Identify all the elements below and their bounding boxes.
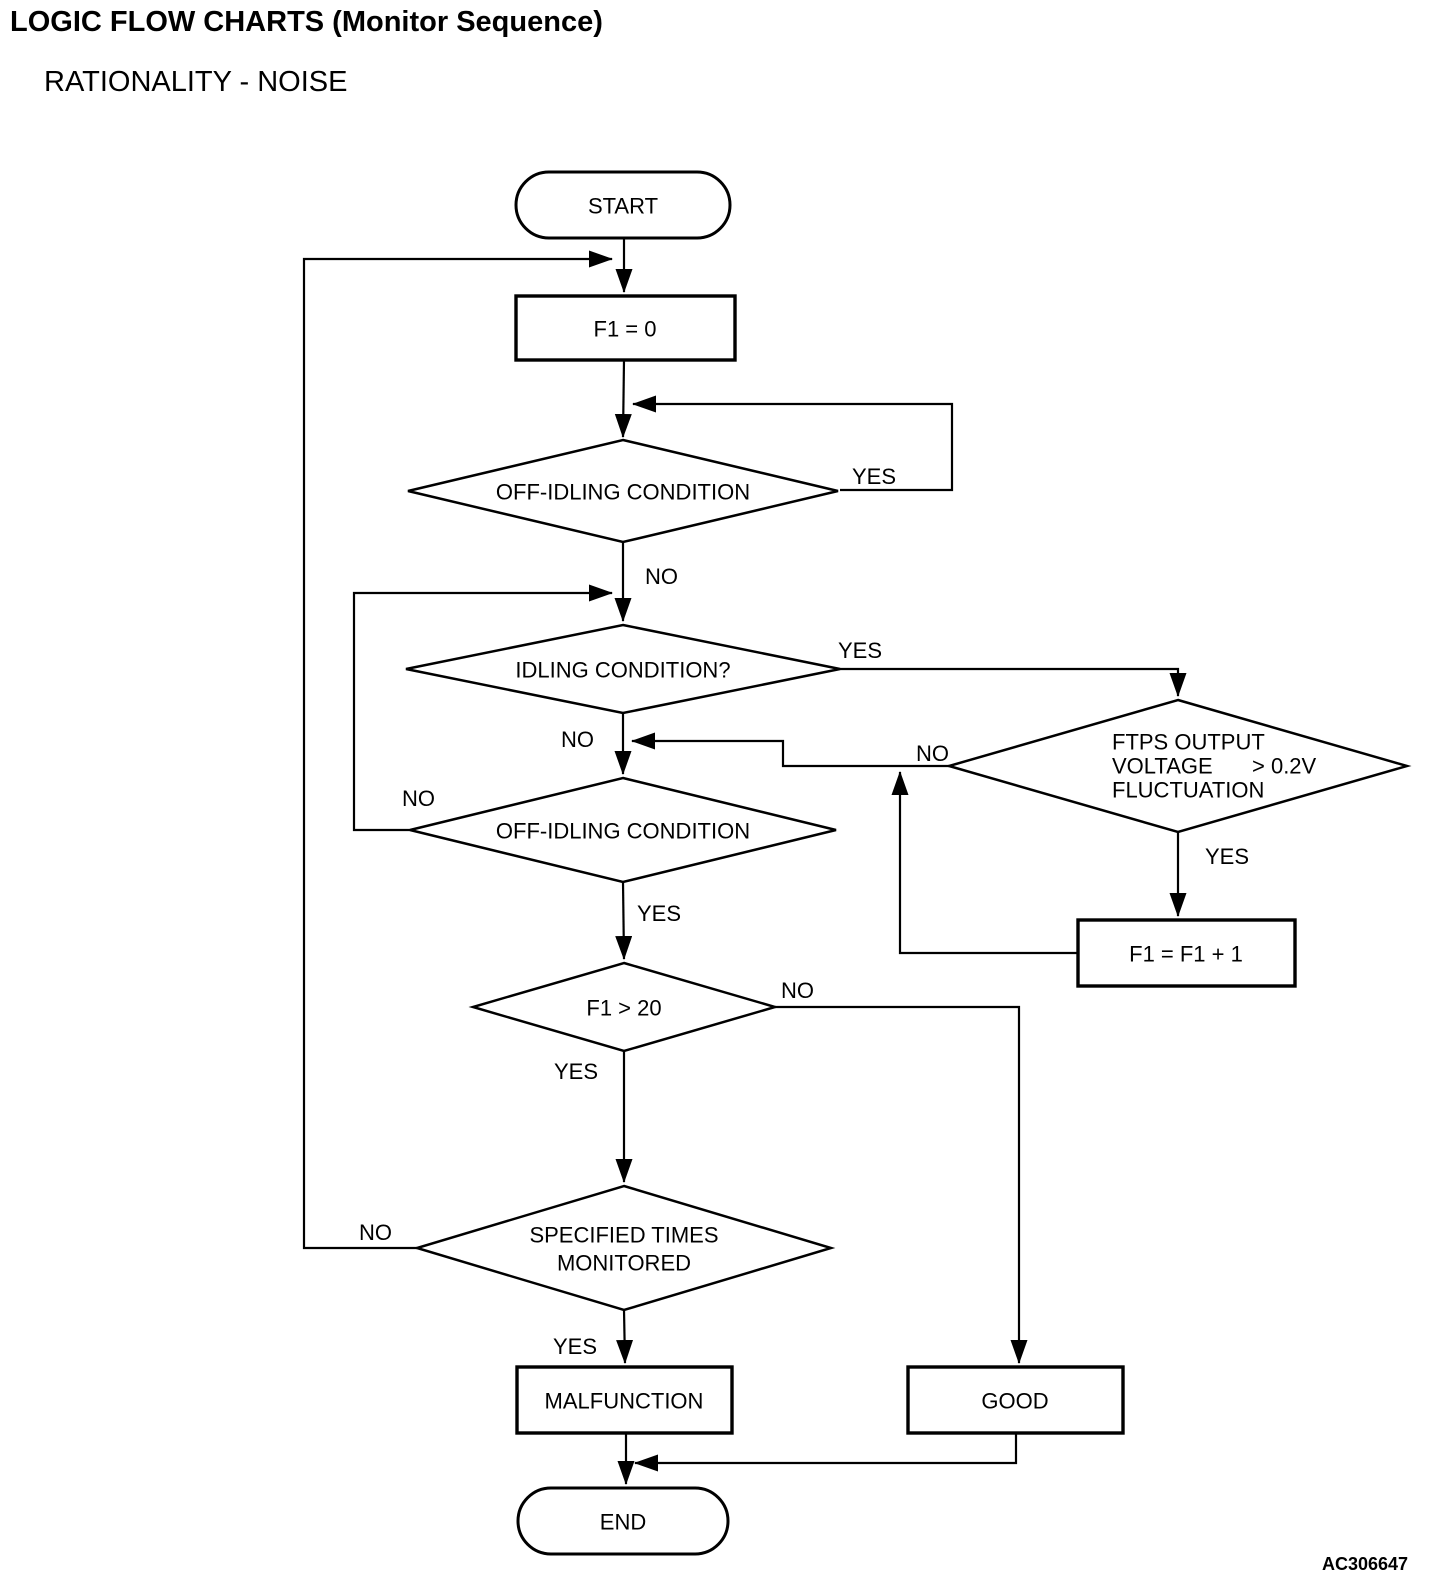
f1-gt-20-label: F1 > 20 bbox=[586, 996, 661, 1021]
node-f1-reset: F1 = 0 bbox=[514, 294, 737, 362]
edge-label-off-idling-2-yes: YES bbox=[637, 901, 681, 926]
edge-label-off-idling-1-yes: YES bbox=[852, 464, 896, 489]
ftps-label-line2-value: > 0.2V bbox=[1252, 754, 1317, 779]
ftps-label-line3: FLUCTUATION bbox=[1112, 778, 1264, 803]
f1-increment-shape bbox=[1076, 918, 1297, 988]
page-title: LOGIC FLOW CHARTS (Monitor Sequence) bbox=[10, 6, 603, 38]
chart-subtitle: RATIONALITY - NOISE bbox=[44, 66, 348, 98]
figure-code: AC306647 bbox=[1322, 1554, 1409, 1574]
node-decision-off-idling-1: OFF-IDLING CONDITION bbox=[407, 438, 839, 544]
edge-label-ftps-yes: YES bbox=[1205, 844, 1249, 869]
f1-gt-20-shape bbox=[468, 961, 780, 1053]
edge-label-f1-gt-20-yes: YES bbox=[554, 1059, 598, 1084]
node-decision-f1-gt-20: F1 > 20 bbox=[468, 961, 780, 1053]
good-label: GOOD bbox=[981, 1389, 1048, 1414]
node-f1-increment: F1 = F1 + 1 bbox=[1076, 918, 1297, 988]
edge-label-specified-times-yes: YES bbox=[553, 1334, 597, 1359]
flow-ftps-no bbox=[631, 732, 949, 768]
flow-f1increment-return bbox=[891, 771, 1078, 955]
edge-label-idling-yes: YES bbox=[838, 638, 882, 663]
f1-increment-label: F1 = F1 + 1 bbox=[1129, 942, 1243, 967]
edge-label-f1-gt-20-no: NO bbox=[781, 978, 814, 1003]
malfunction-shape bbox=[515, 1365, 734, 1435]
ftps-shape bbox=[944, 698, 1412, 834]
flow-offidling1-yes-loop bbox=[632, 395, 954, 492]
flow-f1gt20-no bbox=[775, 1005, 1028, 1364]
flow-f1reset-to-offidling1 bbox=[614, 359, 632, 438]
node-end-terminator: END bbox=[516, 1486, 730, 1556]
malfunction-label: MALFUNCTION bbox=[545, 1389, 704, 1414]
edge-label-ftps-no: NO bbox=[916, 741, 949, 766]
node-decision-specified-times: SPECIFIED TIMES MONITORED bbox=[412, 1184, 836, 1312]
node-decision-ftps-fluctuation: FTPS OUTPUT VOLTAGE > 0.2V FLUCTUATION bbox=[944, 698, 1412, 834]
off-idling-1-shape bbox=[407, 438, 839, 544]
edge-label-specified-times-no: NO bbox=[359, 1220, 392, 1245]
flow-offidling2-yes bbox=[615, 881, 633, 960]
off-idling-2-shape bbox=[409, 776, 837, 884]
flow-specifiedtimes-no-loop bbox=[302, 250, 613, 1250]
start-terminator-label: START bbox=[588, 194, 658, 219]
node-decision-idling: IDLING CONDITION? bbox=[405, 623, 841, 715]
edge-label-off-idling-1-no: NO bbox=[645, 564, 678, 589]
f1-reset-label: F1 = 0 bbox=[594, 317, 657, 342]
flow-idling-yes bbox=[840, 667, 1187, 697]
edge-label-off-idling-2-no: NO bbox=[402, 786, 435, 811]
node-decision-off-idling-2: OFF-IDLING CONDITION bbox=[409, 776, 837, 884]
idling-shape bbox=[405, 623, 841, 715]
off-idling-1-label: OFF-IDLING CONDITION bbox=[496, 480, 750, 505]
off-idling-2-label: OFF-IDLING CONDITION bbox=[496, 819, 750, 844]
flow-good-merge bbox=[634, 1433, 1018, 1472]
idling-label: IDLING CONDITION? bbox=[515, 658, 730, 683]
specified-times-label-line1: SPECIFIED TIMES bbox=[529, 1223, 718, 1248]
node-malfunction: MALFUNCTION bbox=[515, 1365, 734, 1435]
ftps-label-line2: VOLTAGE bbox=[1112, 754, 1213, 779]
f1-reset-shape bbox=[514, 294, 737, 362]
end-terminator-shape bbox=[516, 1486, 730, 1556]
node-good: GOOD bbox=[906, 1365, 1125, 1435]
edge-label-idling-no: NO bbox=[561, 727, 594, 752]
specified-times-shape bbox=[412, 1184, 836, 1312]
specified-times-label-line2: MONITORED bbox=[557, 1251, 691, 1276]
flow-specifiedtimes-yes bbox=[616, 1309, 634, 1364]
ftps-label-line1: FTPS OUTPUT bbox=[1112, 730, 1265, 755]
node-start-terminator: START bbox=[514, 170, 732, 240]
flow-offidling2-no-loop bbox=[352, 584, 613, 832]
start-terminator-shape bbox=[514, 170, 732, 240]
end-terminator-label: END bbox=[600, 1510, 646, 1535]
good-shape bbox=[906, 1365, 1125, 1435]
